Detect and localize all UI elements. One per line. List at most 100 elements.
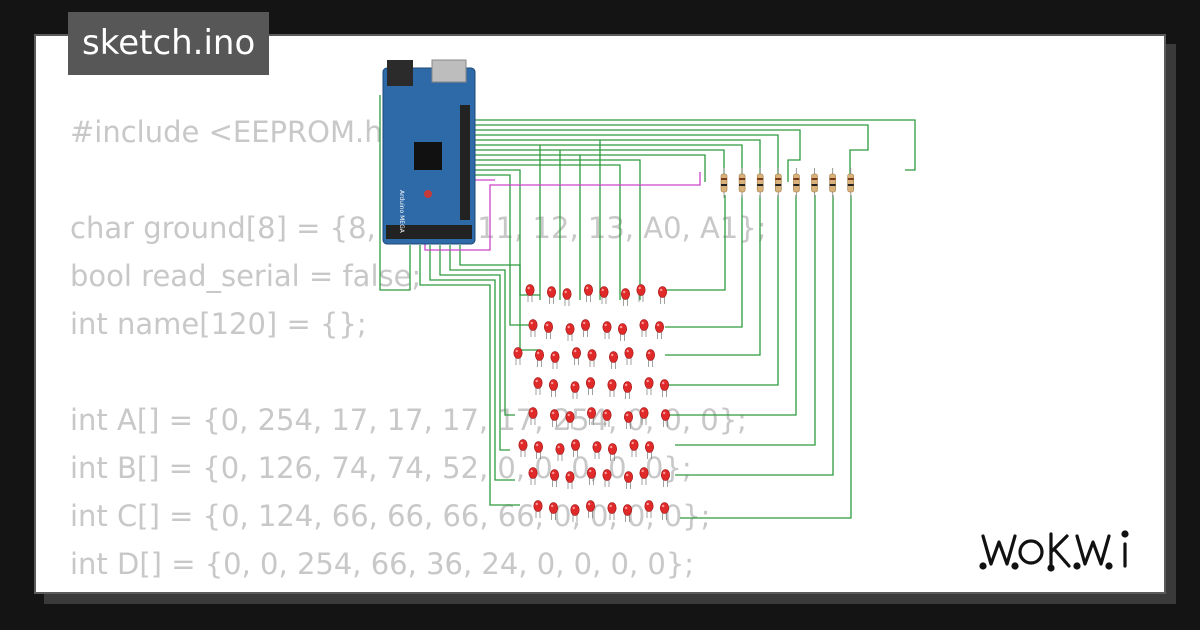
led [659, 502, 669, 514]
led-highlight [611, 353, 614, 357]
wire [470, 154, 706, 182]
code-line: bool read_serial = false; [70, 259, 422, 293]
led-highlight [567, 413, 570, 417]
led-highlight [535, 379, 538, 383]
led-highlight [586, 286, 589, 290]
wire [449, 245, 515, 416]
code-line: #include <EEPROM.h> [70, 115, 407, 149]
led [565, 323, 575, 335]
usb-port [431, 59, 467, 83]
led [622, 381, 632, 393]
led-highlight [530, 321, 533, 325]
led [599, 286, 609, 298]
led [570, 439, 580, 451]
microcontroller-chip [414, 142, 442, 170]
header-bottom [386, 225, 472, 239]
led [617, 323, 627, 335]
led-highlight [583, 321, 586, 325]
resistor-band [847, 178, 854, 180]
wire [470, 134, 779, 182]
led-highlight [520, 441, 523, 445]
resistor [738, 173, 746, 193]
led-highlight [647, 443, 650, 447]
led [528, 467, 538, 479]
resistor [720, 173, 728, 193]
resistor-band [829, 178, 836, 180]
led [583, 284, 593, 296]
resistor-band [739, 184, 746, 186]
resistor-band [811, 178, 818, 180]
led-highlight [589, 469, 592, 473]
wire [470, 139, 761, 182]
led [587, 349, 597, 361]
resistor-band [829, 184, 836, 186]
led [660, 469, 670, 481]
led [533, 377, 543, 389]
board-label: Arduino MEGA [398, 190, 405, 234]
led [528, 319, 538, 331]
led-highlight [641, 469, 644, 473]
led-highlight [546, 323, 549, 327]
resistor-band [757, 178, 764, 180]
led [639, 467, 649, 479]
led-highlight [626, 413, 629, 417]
led-matrix [513, 284, 670, 522]
led [623, 411, 633, 423]
led-highlight [646, 379, 649, 383]
led-highlight [537, 351, 540, 355]
led-highlight [567, 473, 570, 477]
led-highlight [572, 506, 575, 510]
led [528, 407, 538, 419]
wire [439, 245, 510, 451]
led [659, 379, 669, 391]
wire [424, 172, 701, 251]
header-right [460, 105, 470, 220]
arduino-mega-board: Arduino MEGA [382, 59, 476, 245]
led-highlight [641, 409, 644, 413]
led-highlight [589, 409, 592, 413]
led [549, 409, 559, 421]
wire [470, 164, 621, 300]
led-highlight [601, 288, 604, 292]
led-highlight [552, 411, 555, 415]
led [562, 288, 572, 300]
led-highlight [573, 441, 576, 445]
led [607, 379, 617, 391]
led [570, 381, 580, 393]
led-highlight [567, 325, 570, 329]
wire [665, 195, 726, 291]
led-highlight [572, 383, 575, 387]
led-highlight [588, 379, 591, 383]
led [565, 471, 575, 483]
led-highlight [530, 409, 533, 413]
led [602, 409, 612, 421]
led-highlight [610, 445, 613, 449]
resistor [811, 173, 818, 193]
led [660, 409, 670, 421]
led-highlight [609, 381, 612, 385]
led [518, 439, 528, 451]
led-highlight [604, 411, 607, 415]
led-highlight [557, 445, 560, 449]
led-highlight [620, 325, 623, 329]
led-highlight [588, 502, 591, 506]
led-highlight [626, 349, 629, 353]
led [534, 349, 544, 361]
led-highlight [660, 288, 663, 292]
resistor [774, 173, 782, 193]
wire [665, 195, 761, 356]
led-highlight [530, 469, 533, 473]
led [624, 347, 634, 359]
wire [680, 195, 852, 519]
led-highlight [625, 506, 628, 510]
resistor-band [775, 178, 782, 180]
resistor-band [811, 184, 818, 186]
led [639, 319, 649, 331]
led-highlight [535, 502, 538, 506]
led [585, 500, 595, 512]
led-highlight [662, 381, 665, 385]
resistor [756, 173, 764, 193]
led [570, 504, 580, 516]
resistor-band [793, 178, 800, 180]
led [602, 469, 612, 481]
